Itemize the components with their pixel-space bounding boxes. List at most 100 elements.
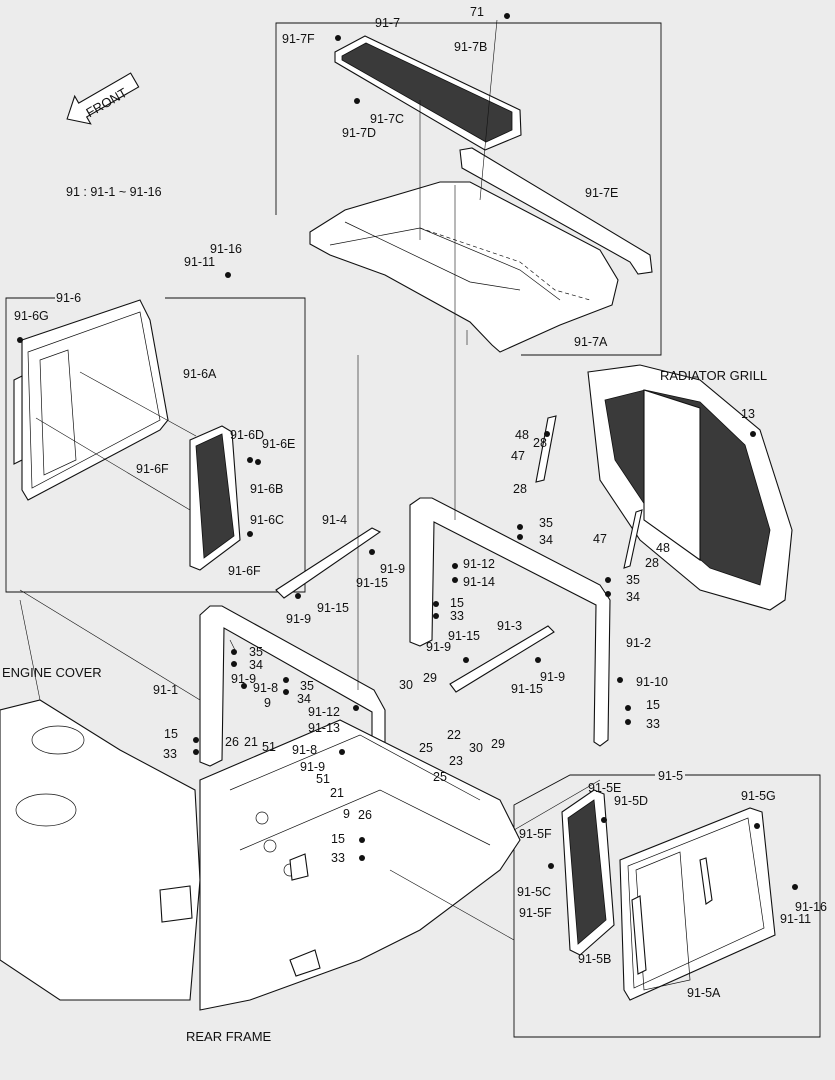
callout-91-2: 91-2	[626, 636, 651, 650]
callout-91-5D: 91-5D	[614, 794, 648, 808]
title-note: 91 : 91-1 ~ 91-16	[66, 185, 162, 199]
callout-91-6A: 91-6A	[183, 367, 217, 381]
callout-13: 13	[741, 407, 755, 421]
callout-30-b: 30	[469, 741, 483, 755]
callout-34-c: 34	[249, 658, 263, 672]
callout-21-a: 21	[244, 735, 258, 749]
callout-91-5F-upper: 91-5F	[519, 827, 552, 841]
callout-15-c: 15	[164, 727, 178, 741]
callout-91-16-top: 91-16	[210, 242, 242, 256]
callout-91-5F-lower: 91-5F	[519, 906, 552, 920]
callout-26-b: 26	[358, 808, 372, 822]
callout-15-b: 15	[646, 698, 660, 712]
callout-29-a: 29	[423, 671, 437, 685]
callout-47-upper: 47	[511, 449, 525, 463]
left-side-door-91-6	[13, 299, 241, 571]
callout-91-12-a: 91-12	[463, 557, 495, 571]
leader-lines	[19, 589, 601, 941]
callout-26-a: 26	[225, 735, 239, 749]
radiator-grill-label: RADIATOR GRILL	[660, 368, 767, 383]
cover-support-frame	[199, 355, 611, 875]
callout-91-11-top: 91-11	[184, 255, 215, 269]
part-callouts: 71 91-7F 91-7B 91-7C 91-7D 91-7E 91-7A 9…	[14, 5, 827, 1000]
callout-91-5B: 91-5B	[578, 952, 611, 966]
callout-91-13: 91-13	[308, 721, 340, 735]
callout-91-7F: 91-7F	[282, 32, 315, 46]
callout-91-7E: 91-7E	[585, 186, 618, 200]
fasteners	[17, 13, 798, 890]
callout-91-7D: 91-7D	[342, 126, 376, 140]
group-label-91-6: 91-6	[56, 291, 81, 305]
callout-91-5G: 91-5G	[741, 789, 776, 803]
callout-33-c: 33	[163, 747, 177, 761]
engine-cover-and-rear-frame	[0, 699, 521, 1011]
callout-48-lower: 48	[656, 541, 670, 555]
callout-91-14: 91-14	[463, 575, 495, 589]
callout-91-7C: 91-7C	[370, 112, 404, 126]
callout-91-15-d: 91-15	[511, 682, 543, 696]
callout-91-9-c: 91-9	[426, 640, 451, 654]
callout-21-b: 21	[330, 786, 344, 800]
callout-22: 22	[447, 728, 461, 742]
callout-91-9-e: 91-9	[231, 672, 256, 686]
air-cleaner-cover-assembly	[309, 19, 653, 500]
callout-33-a: 33	[450, 609, 464, 623]
callout-33-b: 33	[646, 717, 660, 731]
callout-91-5C: 91-5C	[517, 885, 551, 899]
callout-91-6G: 91-6G	[14, 309, 49, 323]
callout-91-9-d: 91-9	[540, 670, 565, 684]
callout-29-b: 29	[491, 737, 505, 751]
callout-91-8-b: 91-8	[292, 743, 317, 757]
callout-34-d: 34	[297, 692, 311, 706]
callout-15-a: 15	[450, 596, 464, 610]
callout-91-7B: 91-7B	[454, 40, 487, 54]
callout-91-6E: 91-6E	[262, 437, 295, 451]
callout-91-6C: 91-6C	[250, 513, 284, 527]
callout-33-d: 33	[331, 851, 345, 865]
callout-28-c: 28	[645, 556, 659, 570]
callout-91-6D: 91-6D	[230, 428, 264, 442]
callout-91-9-b: 91-9	[286, 612, 311, 626]
radiator-grill	[535, 364, 793, 611]
callout-34-b: 34	[626, 590, 640, 604]
callout-91-15-c: 91-15	[448, 629, 480, 643]
callout-34-a: 34	[539, 533, 553, 547]
callout-91-9-a: 91-9	[380, 562, 405, 576]
callout-91-1: 91-1	[153, 683, 178, 697]
group-box-91-5	[513, 774, 821, 1038]
callout-25-b: 25	[433, 770, 447, 784]
callout-91-5A: 91-5A	[687, 986, 721, 1000]
callout-91-10: 91-10	[636, 675, 668, 689]
callout-35-a: 35	[539, 516, 553, 530]
callout-23: 23	[449, 754, 463, 768]
callout-91-9-f: 91-9	[300, 760, 325, 774]
front-arrow	[66, 72, 140, 125]
callout-35-c: 35	[249, 645, 263, 659]
callout-28-b: 28	[513, 482, 527, 496]
callout-91-15-a: 91-15	[356, 576, 388, 590]
callout-91-7A: 91-7A	[574, 335, 608, 349]
callout-91-12-b: 91-12	[308, 705, 340, 719]
callout-9-b: 9	[343, 807, 350, 821]
group-box-91-7	[275, 22, 662, 356]
callout-91-6F-upper: 91-6F	[136, 462, 169, 476]
rear-frame-label: REAR FRAME	[186, 1029, 272, 1044]
callout-47-lower: 47	[593, 532, 607, 546]
callout-35-b: 35	[626, 573, 640, 587]
callout-35-d: 35	[300, 679, 314, 693]
callout-9-a: 9	[264, 696, 271, 710]
callout-91-6F-lower: 91-6F	[228, 564, 261, 578]
callout-91-4: 91-4	[322, 513, 347, 527]
engine-cover-label: ENGINE COVER	[2, 665, 102, 680]
callout-91-16-bottom: 91-16	[795, 900, 827, 914]
callout-25-a: 25	[419, 741, 433, 755]
callout-71: 71	[470, 5, 484, 19]
callout-91-5E: 91-5E	[588, 781, 621, 795]
callout-15-d: 15	[331, 832, 345, 846]
group-label-91-7: 91-7	[375, 16, 400, 30]
callout-51-a: 51	[262, 740, 276, 754]
callout-30-a: 30	[399, 678, 413, 692]
group-box-91-6	[5, 297, 306, 593]
right-side-door-91-5	[561, 789, 776, 1001]
